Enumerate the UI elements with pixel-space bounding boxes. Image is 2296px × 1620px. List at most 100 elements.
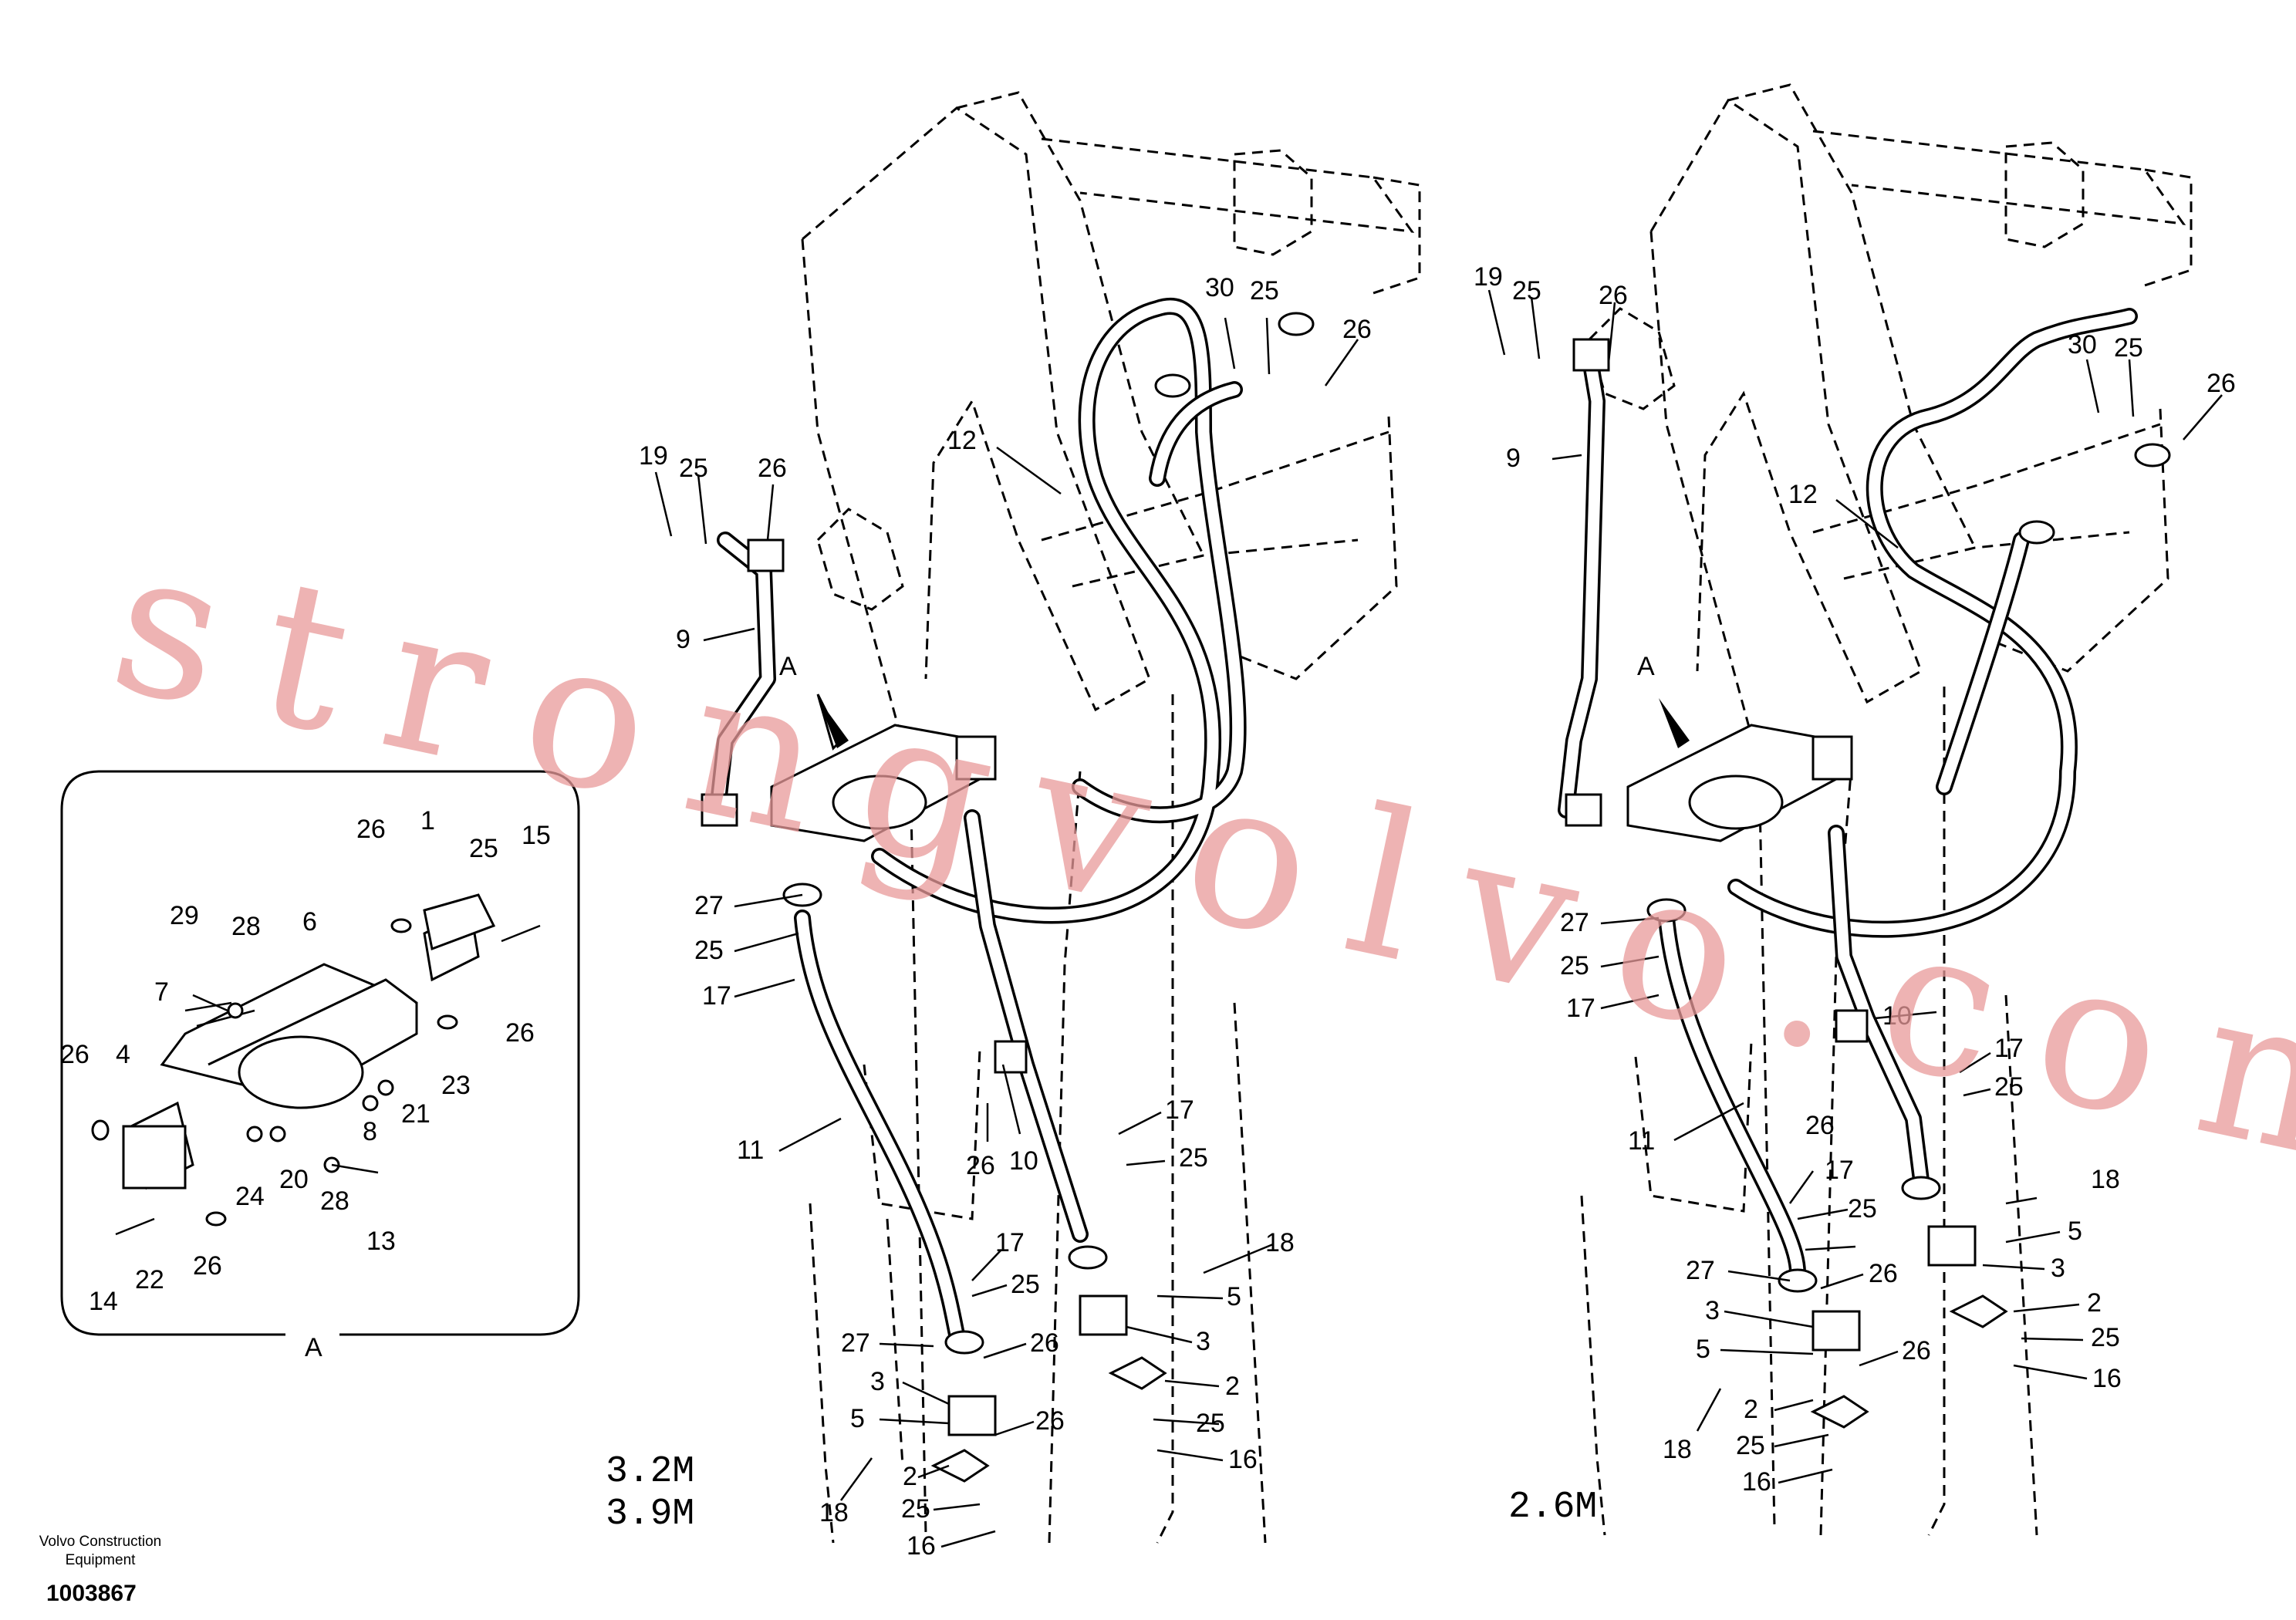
part-callout-26: 26	[1869, 1259, 1898, 1288]
part-callout-26: 26	[1805, 1111, 1835, 1140]
right-manifold-block	[1565, 338, 2171, 1429]
part-callout-25: 25	[679, 454, 708, 483]
part-callout-9: 9	[1506, 444, 1521, 473]
right-pipe-11	[1658, 910, 1806, 1281]
part-callout-2: 2	[1744, 1395, 1758, 1424]
detail-label-29: 29	[170, 901, 199, 930]
part-callout-25: 25	[1250, 276, 1279, 305]
part-callout-25: 25	[1560, 951, 1589, 980]
part-callout-27: 27	[841, 1328, 870, 1358]
part-callout-26: 26	[1030, 1328, 1059, 1358]
part-callout-30: 30	[1205, 273, 1234, 302]
brand-line1: Volvo Construction	[39, 1534, 161, 1550]
part-callout-5: 5	[1696, 1335, 1710, 1364]
part-callout-26: 26	[1035, 1406, 1065, 1436]
detail-label-14: 14	[89, 1287, 118, 1316]
detail-label-23: 23	[441, 1071, 471, 1100]
detail-view-a	[60, 770, 580, 1336]
detail-label-28-top: 28	[231, 912, 261, 941]
part-callout-25: 25	[1512, 276, 1541, 305]
part-callout-26: 26	[1902, 1336, 1931, 1365]
brand-line2: Equipment	[66, 1552, 137, 1568]
detail-label-13: 13	[366, 1227, 396, 1256]
part-callout-26: 26	[1599, 281, 1628, 310]
part-callout-11: 11	[1628, 1126, 1655, 1156]
part-callout-3: 3	[870, 1367, 885, 1396]
part-callout-9: 9	[676, 625, 690, 654]
left-pipe-10	[964, 809, 1089, 1243]
part-callout-25: 25	[1994, 1072, 2024, 1102]
part-callout-27: 27	[1560, 908, 1589, 937]
part-callout-3: 3	[1196, 1327, 1210, 1356]
right-labels: 19 25 26 9 12 30 25 26 27 25 17 10 17 25…	[1474, 262, 2236, 1497]
part-callout-25: 25	[1736, 1431, 1765, 1460]
part-callout-25: 25	[901, 1494, 930, 1524]
right-boom-outline	[1580, 83, 2193, 1536]
part-callout-17: 17	[702, 981, 731, 1011]
part-callout-26: 26	[2207, 369, 2236, 398]
part-callout-17: 17	[1566, 994, 1595, 1023]
document-number: 1003867	[46, 1581, 137, 1606]
part-callout-5: 5	[2068, 1217, 2082, 1246]
part-callout-18: 18	[1663, 1435, 1692, 1464]
part-callout-2: 2	[903, 1462, 917, 1491]
detail-label-22: 22	[135, 1265, 164, 1294]
left-pipe-11	[794, 910, 965, 1343]
part-callout-2: 2	[1225, 1372, 1240, 1401]
variant-right: 2.6M	[1508, 1487, 1597, 1528]
part-callout-17: 17	[995, 1228, 1025, 1257]
part-callout-26: 26	[1342, 315, 1372, 344]
part-callout-30: 30	[2068, 330, 2097, 359]
part-callout-19: 19	[639, 441, 668, 471]
detail-label-21: 21	[401, 1099, 430, 1129]
part-callout-16: 16	[1228, 1445, 1258, 1474]
part-callout-27: 27	[1686, 1256, 1715, 1285]
detail-label-28: 28	[320, 1186, 349, 1216]
left-view-label: A	[779, 652, 797, 681]
left-pipe-12	[871, 298, 1247, 924]
part-callout-17: 17	[1825, 1156, 1854, 1185]
part-callout-11: 11	[737, 1136, 764, 1165]
part-callout-25: 25	[1011, 1270, 1040, 1299]
detail-label-15: 15	[522, 821, 551, 850]
right-pipe-9	[1558, 346, 1606, 818]
right-view-arrow	[1659, 698, 1690, 748]
part-callout-18: 18	[1265, 1228, 1295, 1257]
part-callout-25: 25	[2091, 1323, 2120, 1352]
part-callout-16: 16	[907, 1531, 936, 1561]
left-manifold-block	[701, 312, 1315, 1483]
detail-label-26-top: 26	[356, 815, 386, 844]
part-callout-18: 18	[819, 1498, 849, 1527]
part-callout-3: 3	[1705, 1296, 1720, 1325]
part-callout-12: 12	[947, 426, 977, 455]
left-view-arrow	[818, 698, 849, 748]
part-callout-17: 17	[1165, 1095, 1194, 1125]
part-callout-25: 25	[694, 936, 724, 965]
variant-left-line1: 3.2M	[606, 1451, 694, 1493]
detail-label-7: 7	[154, 977, 169, 1007]
part-callout-25: 25	[1179, 1143, 1208, 1173]
left-labels: 19 25 26 9 12 30 25 26 27 25 17 11 26 10…	[639, 273, 1372, 1561]
part-callout-26: 26	[966, 1151, 995, 1180]
detail-label-24: 24	[235, 1182, 265, 1211]
detail-label-26-bottom: 26	[193, 1251, 222, 1281]
part-callout-18: 18	[2091, 1165, 2120, 1194]
detail-label-26-left: 26	[60, 1040, 89, 1069]
part-callout-25: 25	[2114, 333, 2143, 363]
part-callout-2: 2	[2087, 1288, 2102, 1318]
variant-left-line2: 3.9M	[606, 1493, 694, 1535]
part-callout-10: 10	[1009, 1146, 1038, 1176]
label-leaders	[654, 289, 2223, 1548]
part-callout-19: 19	[1474, 262, 1503, 292]
detail-label-25: 25	[469, 834, 498, 863]
right-view-label: A	[1637, 652, 1655, 681]
part-callout-26: 26	[758, 454, 787, 483]
part-callout-16: 16	[2092, 1364, 2122, 1393]
detail-label-4: 4	[116, 1040, 130, 1069]
detail-label-6: 6	[302, 907, 317, 937]
part-callout-5: 5	[850, 1404, 865, 1433]
detail-label-20: 20	[279, 1165, 309, 1194]
part-callout-12: 12	[1788, 480, 1818, 509]
part-callout-10: 10	[1882, 1001, 1912, 1031]
